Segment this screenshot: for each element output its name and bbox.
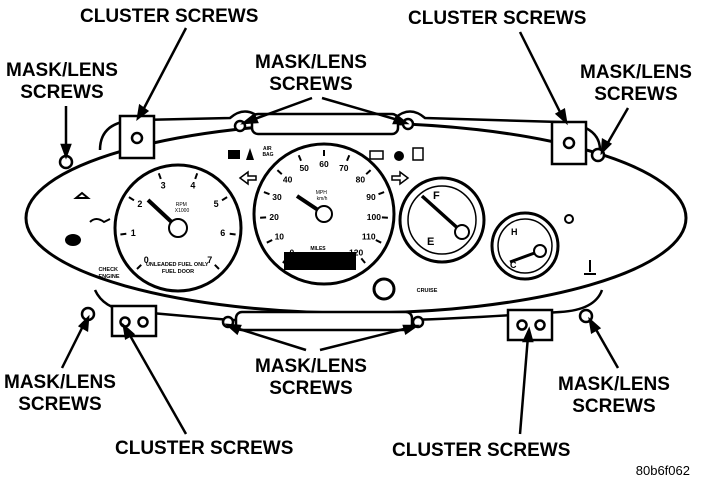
- tachometer-tick-label: 1: [131, 228, 136, 238]
- tachometer-tick-mark: [229, 232, 236, 236]
- speedometer-tick-marks: 0102030405060708090100110120: [260, 150, 388, 264]
- speedometer-tick-mark: [263, 191, 270, 196]
- speedometer-tick-label: 40: [283, 175, 293, 185]
- speedometer-tick-label: 10: [275, 231, 285, 241]
- cluster-screw-bracket-top-right: [550, 120, 588, 166]
- tachometer: 0 1 2 3 4 5 6 7: [113, 163, 243, 293]
- callout-mask-lens-screws-right: MASK/LENS SCREWS: [580, 62, 692, 105]
- speedometer-tick-mark: [297, 154, 302, 162]
- cluster-screw-bracket-top-left: [118, 114, 156, 160]
- callout-cluster-screws-top-left: CLUSTER SCREWS: [80, 6, 259, 27]
- mask-screw-bottom-center-right: [411, 315, 425, 329]
- speedometer-tick-label: 50: [299, 163, 309, 173]
- tachometer-tick-label: 6: [220, 228, 225, 238]
- tachometer-tick-label: 7: [207, 255, 212, 265]
- tachometer-tick-label: 5: [214, 199, 219, 209]
- speedometer-tick-label: 60: [319, 159, 329, 169]
- temp-hub: [533, 244, 547, 258]
- headlamp-lamp-icon: [228, 150, 240, 159]
- bottom-center-slot: [234, 310, 414, 332]
- tachometer-tick-label: 3: [161, 181, 166, 191]
- fuel-needle: [420, 194, 464, 234]
- temp-hot-label: H: [511, 227, 518, 237]
- seatbelt-lamp-icon: [73, 191, 91, 199]
- speedometer-tick-label: 80: [356, 175, 366, 185]
- right-turn-arrow-icon: [391, 170, 410, 186]
- tach-caption: UNLEADED FUEL ONLY FUEL DOOR: [146, 262, 210, 275]
- tachometer-tick-mark: [136, 264, 142, 270]
- callout-mask-lens-screws-bottom-left: MASK/LENS SCREWS: [4, 372, 116, 415]
- airbag-label: AIR BAG: [262, 146, 273, 158]
- speedometer-tick-mark: [360, 257, 366, 264]
- tachometer-tick-mark: [157, 172, 162, 180]
- odometer-window: [284, 252, 356, 270]
- speedometer-tick-mark: [378, 191, 385, 196]
- speedometer-hub: [315, 205, 333, 223]
- trip-reset-knob: [372, 277, 396, 301]
- tachometer-tick-mark: [194, 172, 199, 180]
- speedometer-tick-label: 120: [349, 247, 363, 257]
- speedometer-tick-label: 30: [272, 192, 282, 202]
- fuel-hub: [454, 224, 470, 240]
- tachometer-tick-mark: [120, 232, 127, 236]
- cruise-label: CRUISE: [417, 288, 438, 294]
- temp-cold-label: C: [510, 260, 517, 270]
- tachometer-hub: [168, 218, 188, 238]
- speedometer: 0102030405060708090100110120: [252, 142, 396, 286]
- speedometer-tick-mark: [266, 239, 273, 244]
- speedometer-tick-mark: [276, 169, 283, 175]
- speedometer-tick-label: 100: [367, 212, 381, 222]
- callout-mask-lens-screws-bottom-right: MASK/LENS SCREWS: [558, 374, 670, 417]
- speedometer-tick-label: 70: [339, 163, 349, 173]
- callout-cluster-screws-bottom-left: CLUSTER SCREWS: [115, 438, 294, 459]
- callout-cluster-screws-top-right: CLUSTER SCREWS: [408, 8, 587, 29]
- speedometer-tick-label: 20: [269, 212, 279, 222]
- battery-lamp-icon: [369, 150, 384, 160]
- fuel-lamp-icon: [412, 147, 424, 161]
- check-engine-label: CHECK ENGINE: [98, 267, 119, 280]
- callout-mask-lens-screws-left: MASK/LENS SCREWS: [6, 60, 118, 103]
- indicator-lamp-right: [564, 214, 574, 224]
- coolant-temp-icon: [584, 260, 596, 275]
- low-oil-lamp-icon: [65, 234, 81, 246]
- high-beam-lamp-icon: [394, 151, 404, 161]
- figure-id: 80b6f062: [635, 463, 690, 478]
- speedometer-tick-mark: [346, 154, 351, 162]
- speedometer-tick-label: 90: [366, 192, 376, 202]
- tachometer-tick-mark: [214, 264, 220, 270]
- left-turn-arrow-icon: [238, 170, 257, 186]
- tachometer-tick-label: 2: [137, 199, 142, 209]
- callout-cluster-screws-bottom-right: CLUSTER SCREWS: [392, 440, 571, 461]
- leader-lines: [60, 27, 630, 435]
- speedometer-tick-mark: [375, 239, 382, 244]
- speedo-units-label: MPH km/h: [316, 190, 329, 202]
- callout-mask-lens-screws-bottom-center: MASK/LENS SCREWS: [255, 356, 367, 399]
- fuel-gauge: [398, 176, 486, 264]
- tachometer-tick-marks: 0 1 2 3 4 5 6 7: [120, 172, 236, 270]
- top-center-slot: [250, 112, 400, 136]
- callout-mask-lens-screws-top-center: MASK/LENS SCREWS: [255, 52, 367, 95]
- tachometer-tick-mark: [221, 196, 228, 202]
- tachometer-tick-mark: [128, 196, 135, 202]
- cluster-screw-bracket-bottom-left: [110, 304, 158, 338]
- speedometer-tick-label: 110: [362, 231, 376, 241]
- temperature-gauge: [490, 211, 560, 281]
- tachometer-tick-label: 4: [190, 181, 195, 191]
- fuel-full-label: F: [433, 190, 440, 202]
- tachometer-tick-label: 0: [144, 255, 149, 265]
- tach-units-label: RPM X1000: [175, 202, 190, 214]
- speedometer-tick-mark: [365, 169, 372, 175]
- fuel-empty-label: E: [427, 236, 434, 248]
- seatbelt-icon: [246, 148, 254, 160]
- oil-pressure-lamp-icon: [89, 218, 111, 224]
- odometer-label: MILES: [310, 246, 326, 252]
- trip-label: TRIP: [341, 260, 351, 265]
